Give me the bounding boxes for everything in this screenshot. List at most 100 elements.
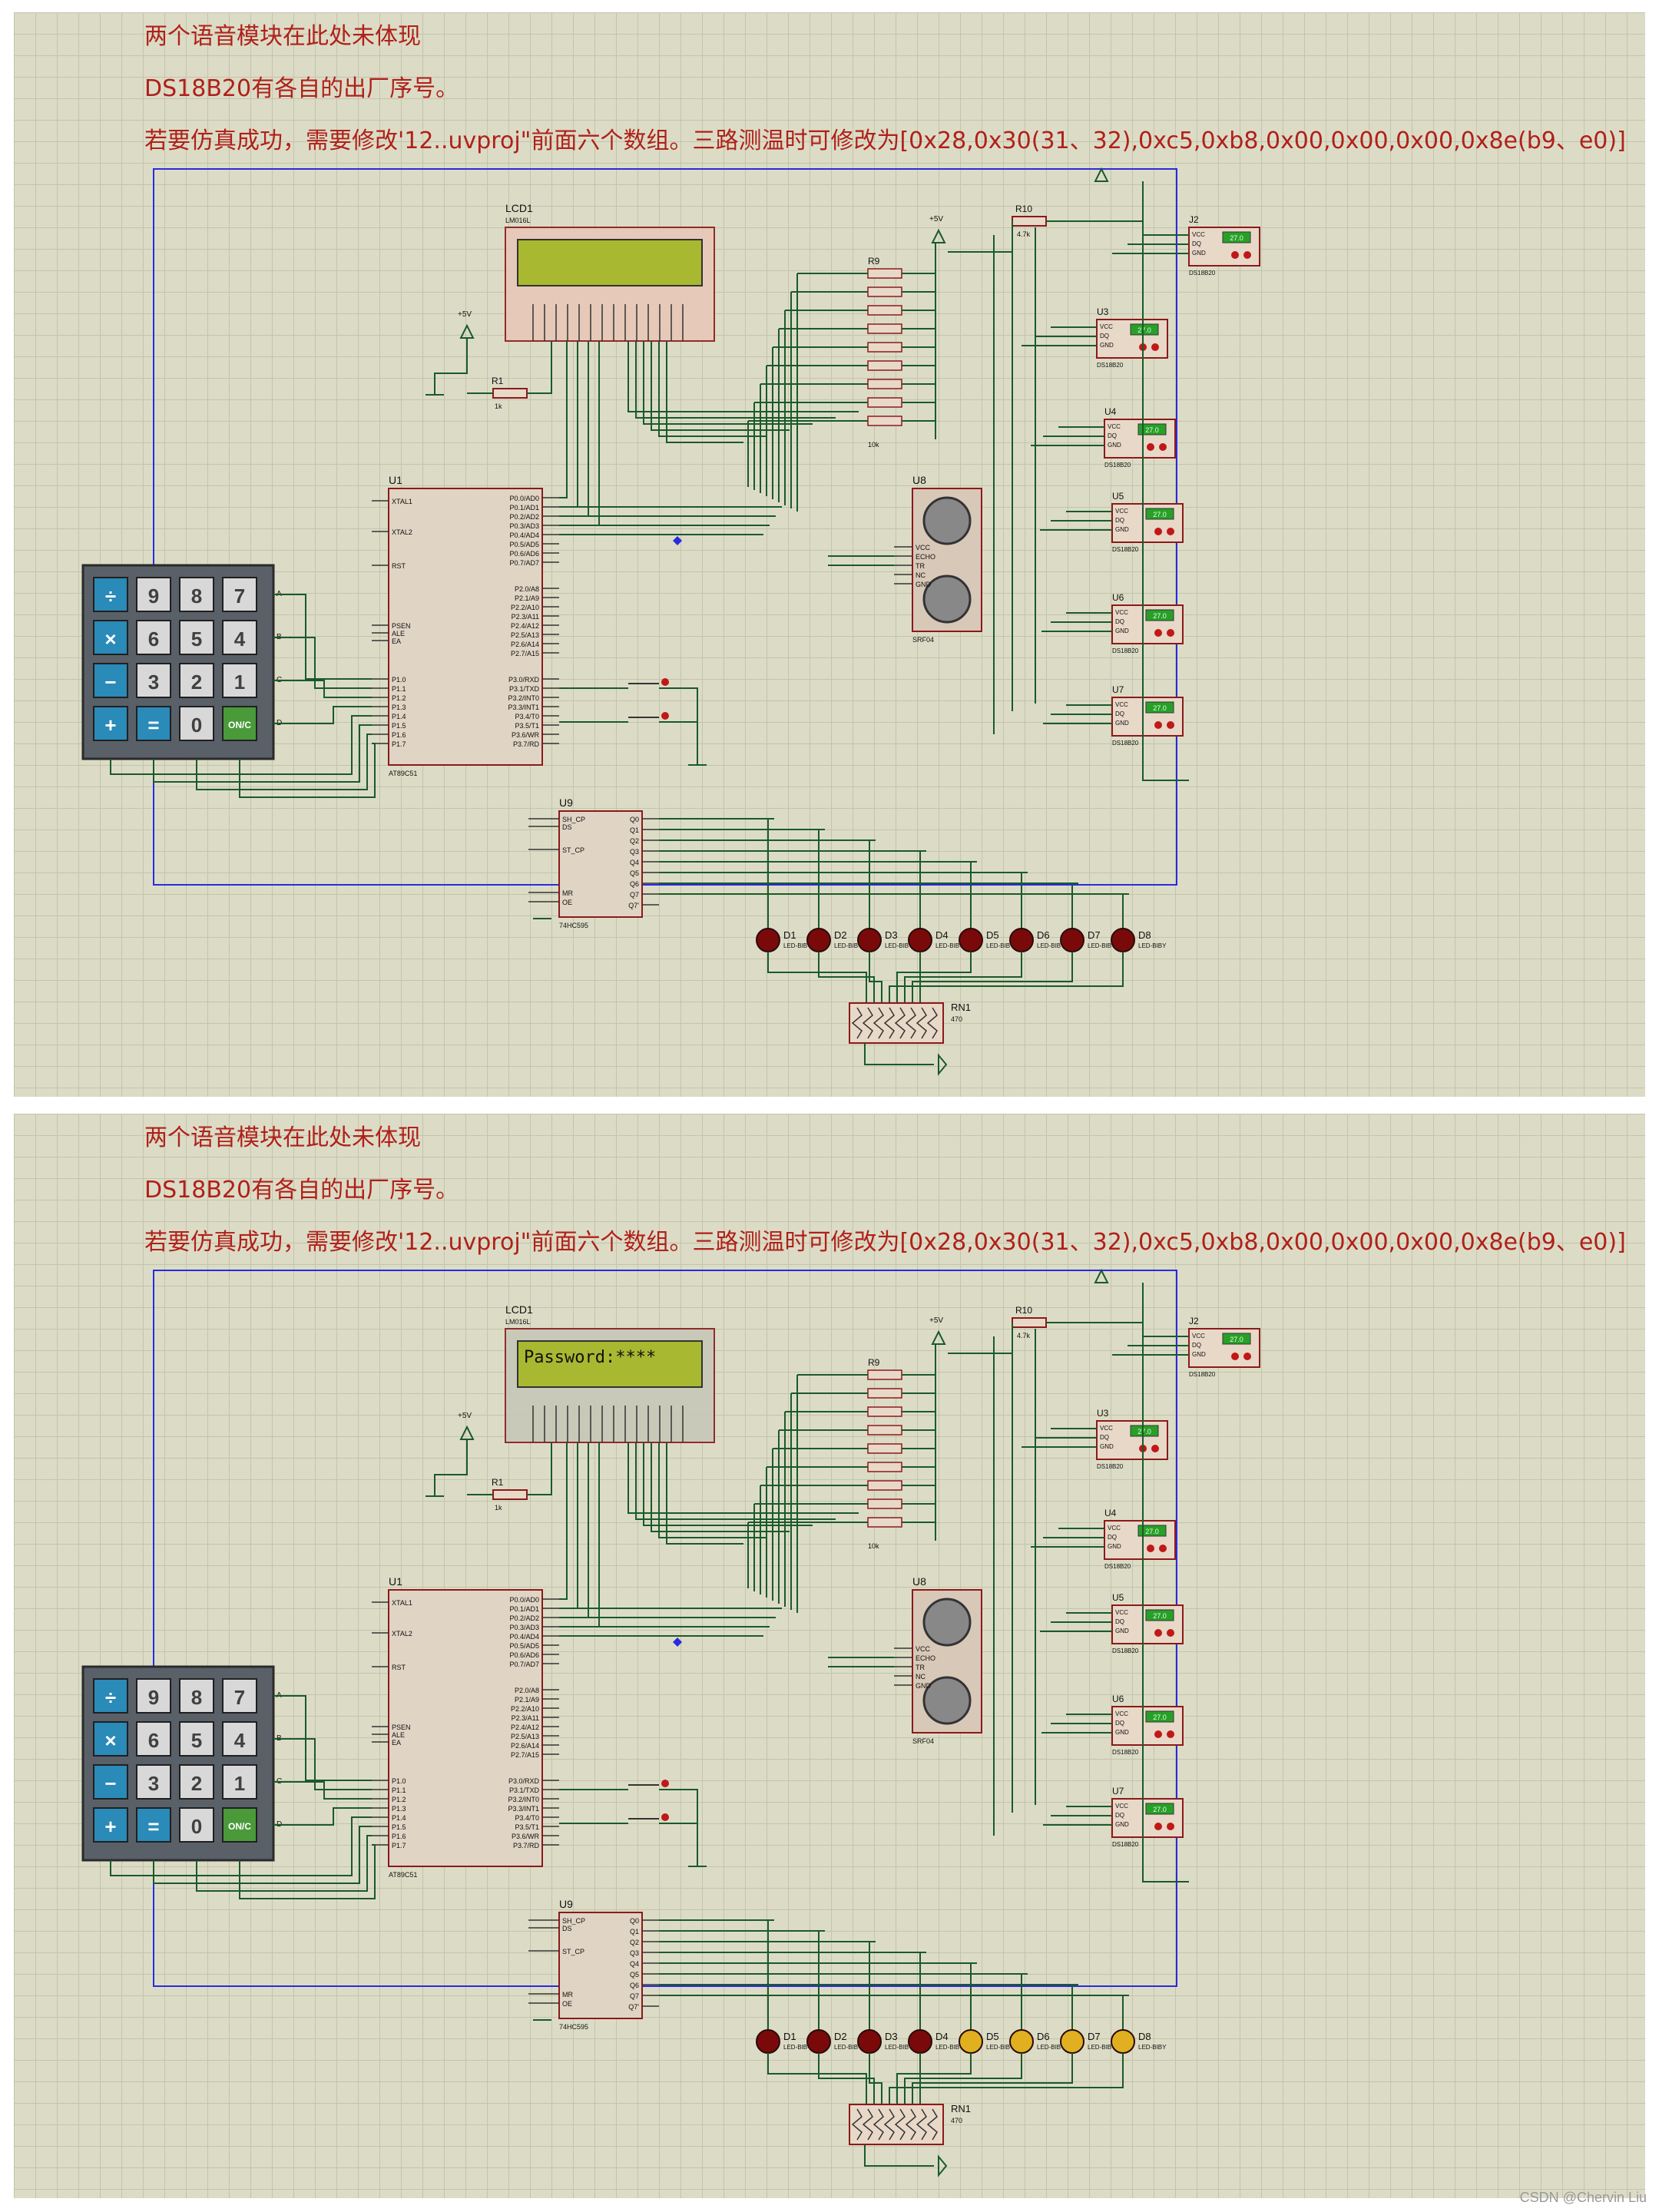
- wire: [659, 1823, 698, 1866]
- wire: [659, 1995, 1129, 2032]
- temp-sensor-pin-label: VCC: [1192, 231, 1205, 238]
- keypad-key-face: [222, 1721, 257, 1757]
- temp-sensor-reading: 27.0: [1153, 511, 1167, 518]
- resistor-pullup: [867, 1517, 902, 1528]
- mcu-pin-label: P2.5/A13: [511, 631, 539, 639]
- mcu-pin-label: P3.1/TXD: [509, 1786, 540, 1794]
- temp-sensor-ref-label: U5: [1112, 1592, 1124, 1603]
- ultrasonic-ref-label: U8: [912, 1575, 926, 1588]
- temp-sensor-pin-label: DQ: [1115, 710, 1124, 717]
- shift-register-output-label: Q1: [630, 1928, 639, 1936]
- button-indicator: [661, 1813, 669, 1821]
- wire: [559, 341, 589, 517]
- shift-register-output-label: Q5: [630, 1971, 639, 1979]
- temp-sensor-indicator: [1151, 1445, 1159, 1452]
- wire: [559, 1442, 589, 1618]
- ultrasonic-pin-label: VCC: [916, 1645, 931, 1653]
- r10-label: R10: [1015, 204, 1032, 214]
- resistor-pullup: [867, 1369, 902, 1380]
- power-label: +5V: [929, 1316, 943, 1325]
- wire: [1142, 1283, 1189, 1883]
- wire: [635, 341, 836, 419]
- mcu-pin-label: P3.2/INT0: [508, 694, 539, 702]
- keypad-key-label: +: [104, 714, 116, 737]
- wire: [643, 1442, 813, 1526]
- mcu-pin-label: P0.5/AD5: [509, 1642, 539, 1650]
- wire: [666, 1442, 743, 1545]
- mcu-pin-label: P1.1: [392, 685, 406, 693]
- temp-sensor-indicator: [1154, 528, 1162, 535]
- temp-sensor-model-label: DS18B20: [1112, 1841, 1139, 1848]
- wire: [896, 2053, 972, 2104]
- shift-register-output-label: Q2: [630, 837, 639, 845]
- led: [756, 928, 780, 952]
- wire: [904, 2053, 1022, 2104]
- resistor-network-element: [873, 1007, 884, 1039]
- led-ref-label: D3: [885, 929, 898, 941]
- temp-sensor-display: [1145, 1803, 1174, 1815]
- keypad-key-face: [93, 577, 128, 612]
- mcu-pin-label: ALE: [392, 630, 405, 637]
- resistor-pullup: [867, 1443, 902, 1454]
- led: [857, 2029, 882, 2054]
- mcu-pin-label: P0.7/AD7: [509, 559, 539, 567]
- temp-sensor-pin-label: GND: [1108, 1543, 1121, 1550]
- shift-register-model-label: 74HC595: [559, 2023, 588, 2031]
- wire: [651, 1442, 790, 1532]
- temp-sensor-model-label: DS18B20: [1112, 1647, 1139, 1654]
- resistor-pullup: [867, 379, 902, 389]
- temp-sensor-indicator: [1159, 443, 1167, 451]
- mcu-pin-label: P2.7/A15: [511, 650, 539, 657]
- resistor-pullup: [867, 360, 902, 371]
- mcu-model-label: AT89C51: [389, 770, 417, 777]
- keypad-key-label: ÷: [105, 1686, 116, 1709]
- keypad-key: 0: [179, 706, 214, 741]
- led: [908, 2029, 932, 2054]
- mcu-pin-label: P1.4: [392, 1814, 406, 1822]
- lcd-text: Password:****: [524, 1348, 656, 1367]
- wire: [153, 724, 372, 783]
- wire: [659, 839, 876, 931]
- keypad-key-face: [222, 577, 257, 612]
- led-ref-label: D7: [1088, 929, 1101, 941]
- lcd-model-label: LM016L: [505, 217, 531, 224]
- resistor-pullup: [867, 1388, 902, 1399]
- keypad-key: =: [136, 706, 171, 741]
- resistor-network-element: [905, 1007, 916, 1039]
- mcu-pin-label: P1.4: [392, 713, 406, 720]
- mcu-pin-label: RST: [392, 562, 406, 570]
- ultrasonic-pin-label: NC: [916, 1673, 926, 1681]
- keypad-key-face: [179, 1678, 214, 1714]
- wire: [666, 341, 743, 443]
- wire: [559, 341, 568, 498]
- resistor-pullup: [867, 305, 902, 316]
- temp-sensor-pin-label: VCC: [1100, 323, 1113, 330]
- wire: [912, 2053, 1073, 2104]
- temp-sensor-indicator: [1167, 629, 1174, 637]
- ultrasonic-pin-label: ECHO: [916, 1654, 935, 1662]
- shift-register-output-label: Q1: [630, 826, 639, 834]
- temp-sensor-pin-label: GND: [1192, 1351, 1206, 1358]
- mcu-pin-label: P0.3/AD3: [509, 522, 539, 530]
- resistor-network-element: [862, 1007, 873, 1039]
- button-indicator: [661, 678, 669, 686]
- shift-register-output-label: Q7': [628, 902, 639, 909]
- keypad-key: 9: [136, 577, 171, 612]
- keypad-key-label: −: [104, 671, 116, 694]
- mcu-body: [388, 1589, 543, 1867]
- ultrasonic-model-label: SRF04: [912, 636, 934, 644]
- mcu-pin-label: P0.6/AD6: [509, 1651, 539, 1659]
- keypad-key-face: [93, 1678, 128, 1714]
- mcu-pin-label: P1.2: [392, 1796, 406, 1803]
- shift-register-output-label: Q4: [630, 1960, 639, 1968]
- temp-sensor-display: [1145, 508, 1174, 520]
- temp-sensor-ref-label: U6: [1112, 592, 1124, 603]
- resistor-pullup: [867, 323, 902, 334]
- power-arrow: [459, 323, 475, 339]
- mcu-pin-label: P2.7/A15: [511, 1751, 539, 1759]
- mcu-pin-label: P0.5/AD5: [509, 541, 539, 548]
- wire: [239, 743, 376, 798]
- ultrasonic-pin-label: NC: [916, 571, 926, 579]
- temp-sensor-reading: 27.0: [1230, 1336, 1243, 1343]
- keypad-key-face: [179, 1764, 214, 1800]
